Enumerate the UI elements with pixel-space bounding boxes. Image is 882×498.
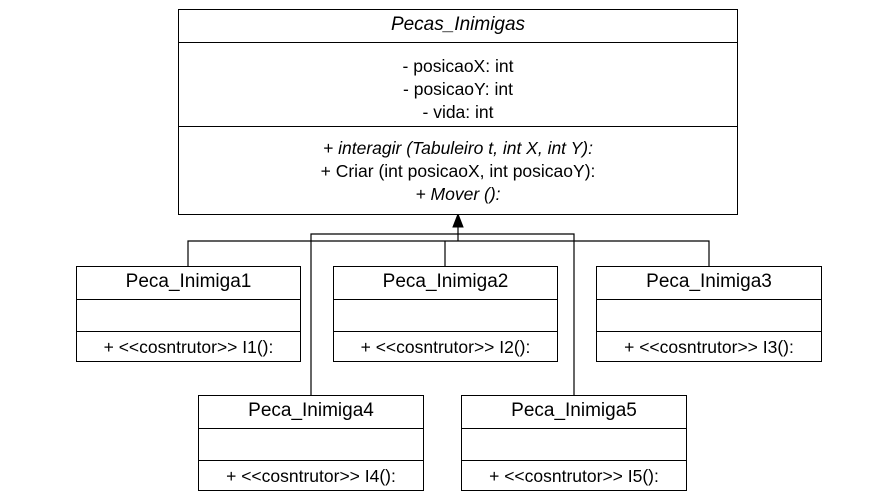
attribute-posicaox: - posicaoX: int: [402, 56, 514, 76]
attributes-section: [199, 428, 423, 460]
method-constructor: + <<cosntrutor>> I5():: [489, 466, 659, 486]
attributes-section: [77, 299, 300, 331]
connector-peca-inimiga5: [458, 233, 575, 396]
class-peca-inimiga2: Peca_Inimiga2 + <<cosntrutor>> I2():: [333, 266, 558, 362]
method-constructor: + <<cosntrutor>> I3():: [624, 337, 794, 357]
attributes-section: [462, 428, 686, 460]
methods-section: + interagir (Tabuleiro t, int X, int Y):…: [179, 126, 737, 214]
class-peca-inimiga1: Peca_Inimiga1 + <<cosntrutor>> I1():: [76, 266, 301, 362]
attributes-section: - posicaoX: int - posicaoY: int - vida: …: [179, 42, 737, 126]
class-name: Peca_Inimiga1: [125, 271, 252, 292]
attribute-vida: - vida: int: [422, 102, 494, 122]
connector-peca-inimiga3: [458, 240, 710, 267]
class-peca-inimiga3: Peca_Inimiga3 + <<cosntrutor>> I3():: [596, 266, 822, 362]
methods-section: + <<cosntrutor>> I2():: [334, 331, 557, 361]
connector-peca-inimiga4: [310, 233, 458, 396]
inheritance-arrowhead: [452, 212, 464, 228]
attribute-posicaoy: - posicaoY: int: [403, 79, 513, 99]
class-name: Peca_Inimiga5: [511, 400, 637, 421]
attributes-section: [597, 299, 821, 331]
methods-section: + <<cosntrutor>> I3():: [597, 331, 821, 361]
methods-section: + <<cosntrutor>> I1():: [77, 331, 300, 361]
methods-section: + <<cosntrutor>> I5():: [462, 460, 686, 490]
class-pecas-inimigas: Pecas_Inimigas - posicaoX: int - posicao…: [178, 9, 738, 215]
class-peca-inimiga4: Peca_Inimiga4 + <<cosntrutor>> I4():: [198, 395, 424, 491]
class-name: Pecas_Inimigas: [390, 14, 526, 35]
method-constructor: + <<cosntrutor>> I1():: [103, 337, 274, 357]
class-name: Peca_Inimiga4: [248, 400, 374, 421]
connector-peca-inimiga1: [187, 240, 458, 267]
method-interagir: + interagir (Tabuleiro t, int X, int Y):: [323, 138, 593, 158]
attributes-section: [334, 299, 557, 331]
methods-section: + <<cosntrutor>> I4():: [199, 460, 423, 490]
class-name: Peca_Inimiga2: [382, 271, 509, 292]
method-constructor: + <<cosntrutor>> I4():: [226, 466, 396, 486]
class-name: Peca_Inimiga3: [646, 271, 772, 292]
method-criar: + Criar (int posicaoX, int posicaoY):: [320, 161, 596, 181]
method-constructor: + <<cosntrutor>> I2():: [360, 337, 531, 357]
class-peca-inimiga5: Peca_Inimiga5 + <<cosntrutor>> I5():: [461, 395, 687, 491]
method-mover: + Mover ():: [415, 184, 501, 204]
